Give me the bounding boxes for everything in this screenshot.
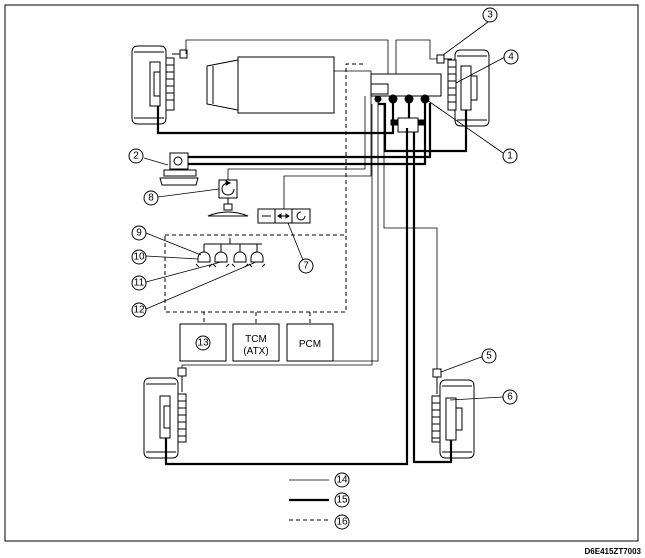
callout-15: 15	[334, 492, 350, 508]
callout-13: 13	[195, 335, 211, 351]
tcm-label: TCM	[245, 334, 267, 345]
callout-2: 2	[128, 148, 144, 164]
figure-code: D6E415ZT7003	[584, 547, 641, 556]
callout-10: 10	[131, 249, 147, 265]
svg-text:9: 9	[136, 228, 142, 239]
callout-1: 1	[502, 148, 518, 164]
module-box-pcm: PCM	[286, 323, 334, 362]
svg-text:8: 8	[148, 193, 154, 204]
svg-text:15: 15	[336, 495, 348, 506]
callout-16: 16	[334, 514, 350, 530]
warning-lights	[195, 238, 266, 268]
engine-block	[206, 56, 335, 114]
svg-text:1: 1	[507, 151, 513, 162]
leader-lines	[143, 21, 506, 401]
callout-12: 12	[131, 302, 147, 318]
svg-text:10: 10	[133, 252, 145, 263]
svg-text:2: 2	[133, 151, 139, 162]
tcm-sub-label: (ATX)	[243, 346, 268, 357]
callout-5: 5	[481, 348, 497, 364]
svg-text:4: 4	[508, 52, 514, 63]
svg-text:14: 14	[336, 475, 348, 486]
callout-3: 3	[482, 7, 498, 23]
callout-4: 4	[503, 49, 519, 65]
rear-left-wheel	[143, 377, 187, 459]
steering-angle-sensor	[207, 179, 249, 217]
callouts: 1 2 3 4 5 6 7 8 9 10 11 12 13 14 15 16	[128, 7, 519, 530]
svg-text:11: 11	[134, 278, 145, 289]
hydraulic-unit	[370, 73, 442, 133]
can-bus-wiring	[164, 63, 363, 324]
svg-text:13: 13	[197, 338, 209, 349]
rear-right-wheel	[431, 379, 475, 459]
callout-9: 9	[131, 225, 147, 241]
thick-wiring	[156, 102, 468, 466]
front-left-wheel	[131, 45, 175, 125]
svg-text:12: 12	[133, 305, 145, 316]
brake-switch	[159, 152, 199, 186]
svg-text:6: 6	[507, 392, 513, 403]
callout-6: 6	[502, 389, 518, 405]
diagram-frame	[4, 4, 639, 542]
svg-text:16: 16	[336, 517, 348, 528]
control-valve	[257, 208, 311, 224]
svg-text:3: 3	[487, 10, 493, 21]
front-left-wheel-speed-sensor	[172, 49, 188, 59]
callout-8: 8	[143, 190, 159, 206]
callout-7: 7	[298, 258, 314, 274]
legend	[289, 479, 329, 521]
pcm-label: PCM	[299, 339, 321, 350]
front-right-wheel	[447, 49, 490, 127]
callout-11: 11	[131, 275, 147, 291]
callout-14: 14	[334, 472, 350, 488]
svg-text:7: 7	[303, 261, 309, 272]
module-box-tcm: TCM (ATX)	[232, 323, 280, 362]
rear-left-wheel-speed-sensor	[177, 367, 187, 392]
svg-text:5: 5	[486, 351, 492, 362]
thin-wiring	[181, 39, 438, 369]
